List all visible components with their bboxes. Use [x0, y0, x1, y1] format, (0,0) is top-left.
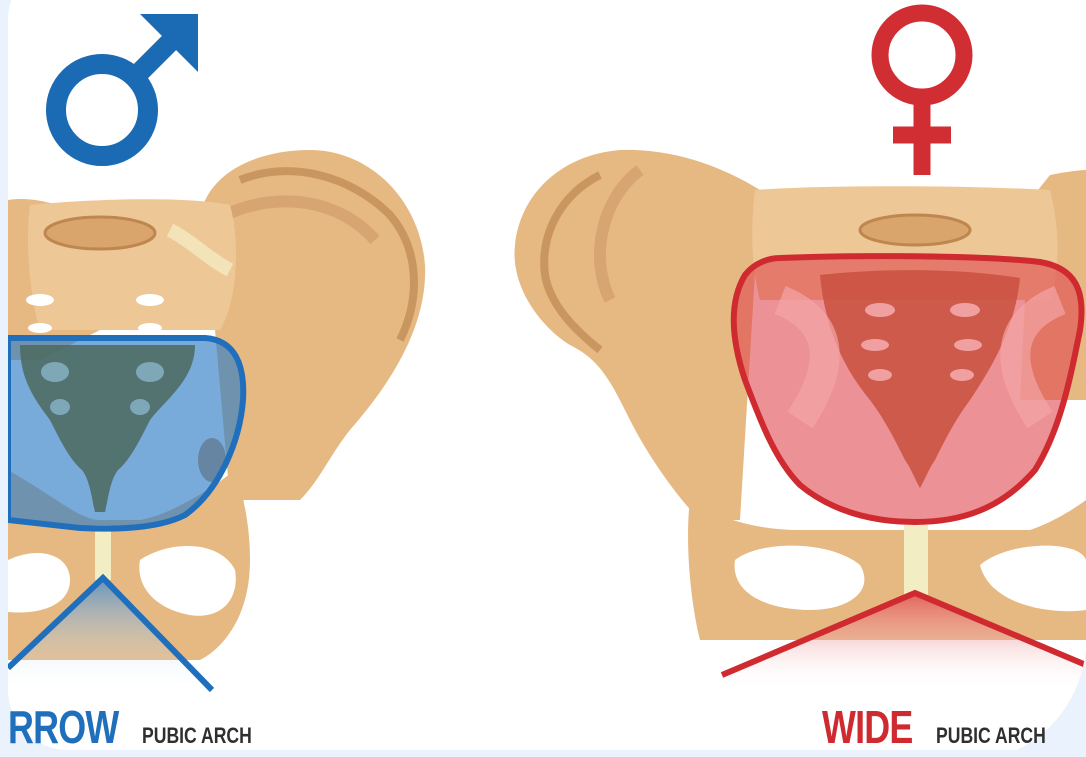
frame-left-edge	[0, 0, 8, 757]
male-arch-word: RROW	[8, 700, 118, 754]
male-arch-label: PUBIC ARCH	[142, 723, 252, 749]
female-arch-label: PUBIC ARCH	[936, 723, 1046, 749]
female-arch-caption: WIDE PUBIC ARCH	[822, 700, 1073, 754]
female-arch-word: WIDE	[822, 700, 913, 754]
male-arch-caption: RROW PUBIC ARCH	[8, 700, 279, 754]
